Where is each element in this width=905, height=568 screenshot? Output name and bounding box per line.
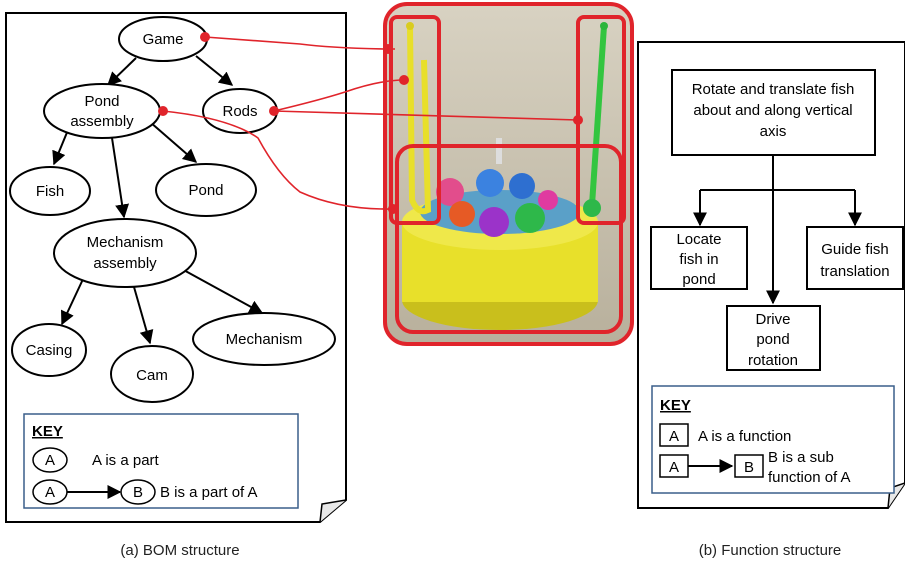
svg-text:B is a part of A: B is a part of A [160,484,258,501]
func-rotate-translate: Rotate and translate fish about and alon… [671,69,876,156]
svg-text:B is a sub: B is a sub [768,449,834,466]
red-connectors [158,32,583,214]
bom-key: KEY A A is a part A B B is a part of A [23,413,299,509]
svg-text:Drive: Drive [755,311,790,328]
node-mechanism: Mechanism [192,312,336,366]
function-panel: Rotate and translate fish about and alon… [637,41,905,559]
svg-text:Locate: Locate [676,231,721,248]
bom-caption: (a) BOM structure [120,542,239,559]
node-game: Game [118,16,208,62]
link-rods-right [273,110,579,121]
svg-text:about and along vertical: about and along vertical [693,102,852,119]
edge-game-rods [195,55,234,86]
svg-text:A: A [669,428,679,445]
svg-text:Pond: Pond [84,93,119,110]
svg-text:B: B [744,459,754,476]
svg-text:Game: Game [143,31,184,48]
svg-text:A: A [45,452,55,469]
node-cam: Cam [110,345,194,403]
svg-text:pond: pond [682,271,715,288]
fishing-game-toy-photo [383,2,634,346]
svg-text:axis: axis [760,123,787,140]
func-locate-fish: Locate fish in pond [650,226,748,290]
node-fish: Fish [9,166,91,216]
svg-text:pond: pond [756,331,789,348]
node-pond: Pond [155,163,257,217]
function-key: KEY A A is a function A B B is a sub fun… [651,385,895,494]
node-casing: Casing [11,323,87,377]
function-caption: (b) Function structure [699,542,842,559]
svg-text:A: A [669,459,679,476]
edge-game-pond [106,57,137,86]
edge-pond-pond [149,121,198,163]
svg-text:Mechanism: Mechanism [226,331,303,348]
svg-text:KEY: KEY [660,397,691,414]
svg-text:Guide fish: Guide fish [821,241,889,258]
link-rods-left [273,79,405,112]
svg-text:Mechanism: Mechanism [87,234,164,251]
edge-mech-cam [133,286,154,345]
node-rods: Rods [202,88,278,134]
svg-text:assembly: assembly [93,255,157,272]
func-drive-pond: Drive pond rotation [726,305,821,371]
svg-text:A is a part: A is a part [92,452,160,469]
svg-text:Rotate and translate fish: Rotate and translate fish [692,81,855,98]
svg-text:translation: translation [820,263,889,280]
svg-text:fish in: fish in [679,251,718,268]
edge-mech-mechanism [179,267,264,314]
svg-text:Rods: Rods [222,103,257,120]
bom-panel: Game Pond assembly Rods Fish Pond Mechan… [5,12,347,559]
edge-pond-mech [111,137,130,219]
svg-text:Casing: Casing [26,342,73,359]
svg-text:Fish: Fish [36,183,64,200]
edge-pond-fish [52,129,69,166]
link-game [204,36,395,50]
svg-text:A: A [45,484,55,501]
svg-text:Cam: Cam [136,367,168,384]
func-guide-fish: Guide fish translation [806,226,904,290]
svg-text:B: B [133,484,143,501]
svg-text:function of A: function of A [768,469,851,486]
svg-text:assembly: assembly [70,113,134,130]
svg-text:A is a function: A is a function [698,428,791,445]
svg-text:Pond: Pond [188,182,223,199]
bom-page-fold [319,499,347,523]
svg-text:KEY: KEY [32,423,63,440]
node-mechanism-assembly: Mechanism assembly [53,218,197,288]
edge-mech-casing [61,276,85,326]
node-pond-assembly: Pond assembly [43,83,161,139]
svg-text:rotation: rotation [748,352,798,369]
link-pond-assembly [162,110,394,210]
